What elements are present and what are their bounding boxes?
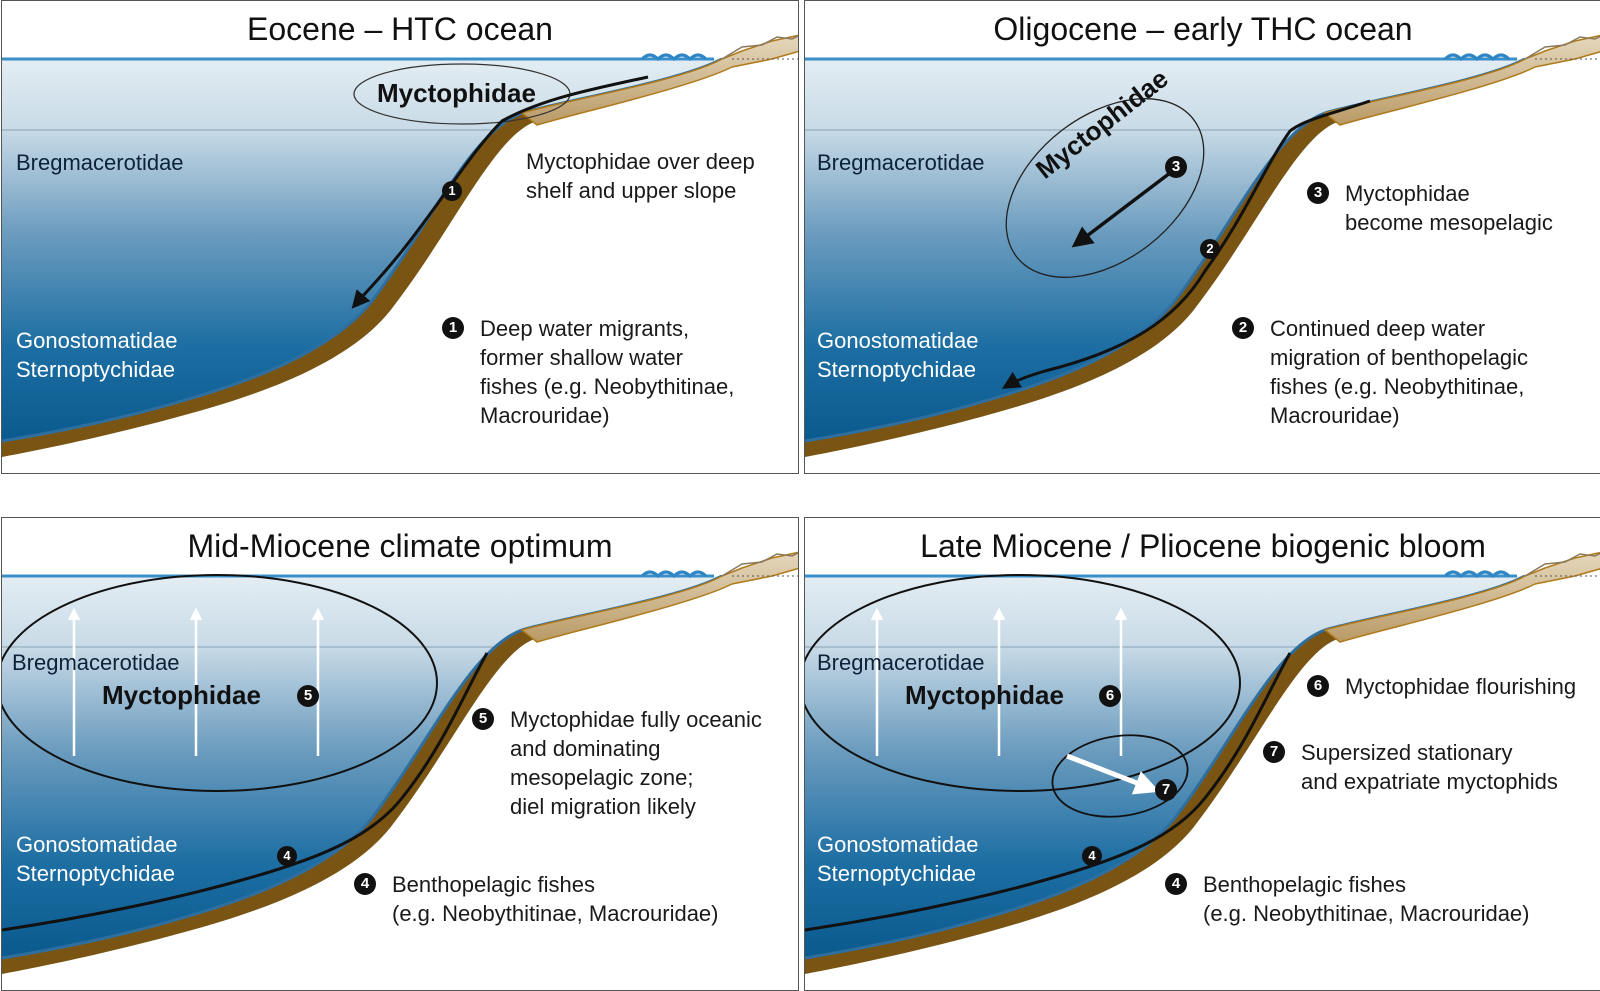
taxon-sternoptychidae: Sternoptychidae: [16, 861, 175, 886]
note-line: fishes (e.g. Neobythitinae,: [480, 374, 735, 399]
panel-mid-miocene: Mid-Miocene climate optimum Bregmaceroti…: [1, 517, 799, 991]
marker-4: 4: [1082, 846, 1102, 866]
note-line: Benthopelagic fishes: [1203, 872, 1407, 897]
note-line: Benthopelagic fishes: [392, 872, 596, 897]
note-number: 5: [472, 708, 494, 730]
ocean-profile: [2, 33, 798, 473]
note-line: migration of benthopelagic: [1270, 345, 1529, 370]
note-1: 1 Deep water migrants, former shallow wa…: [442, 314, 734, 430]
note-4: 4 Benthopelagic fishes (e.g. Neobythitin…: [354, 870, 719, 928]
taxon-sternoptychidae: Sternoptychidae: [817, 861, 976, 886]
note-line: Myctophidae over deep: [526, 149, 755, 174]
ocean-profile: [805, 550, 1600, 990]
note-line: diel migration likely: [510, 794, 696, 819]
taxon-gonostomatidae: Gonostomatidae: [817, 832, 979, 857]
note-3: 3 Myctophidae become mesopelagic: [1307, 179, 1553, 237]
note-line: Macrouridae): [1270, 403, 1400, 428]
taxon-bregmacerotidae: Bregmacerotidae: [16, 150, 184, 175]
panel-title: Late Miocene / Pliocene biogenic bloom: [920, 528, 1486, 564]
note-6: 6 Myctophidae flourishing: [1307, 672, 1576, 701]
note-line: Myctophidae: [1345, 181, 1470, 206]
panel-title: Eocene – HTC ocean: [247, 11, 553, 47]
note-line: (e.g. Neobythitinae, Macrouridae): [392, 901, 719, 926]
taxon-myctophidae: Myctophidae: [102, 680, 261, 710]
note-number: 6: [1307, 675, 1329, 697]
note-line: and expatriate myctophids: [1301, 769, 1558, 794]
note-number: 4: [354, 873, 376, 895]
note-line: become mesopelagic: [1345, 210, 1553, 235]
marker-4: 4: [277, 846, 297, 866]
taxon-bregmacerotidae: Bregmacerotidae: [12, 650, 180, 675]
note-number: 4: [1165, 873, 1187, 895]
ocean-profile: [2, 550, 798, 990]
note-7: 7 Supersized stationary and expatriate m…: [1263, 738, 1558, 796]
taxon-gonostomatidae: Gonostomatidae: [817, 328, 979, 353]
marker-5: 5: [297, 685, 319, 707]
note-line: Deep water migrants,: [480, 316, 690, 341]
taxon-bregmacerotidae: Bregmacerotidae: [817, 650, 985, 675]
marker-7: 7: [1155, 779, 1177, 801]
taxon-sternoptychidae: Sternoptychidae: [16, 357, 175, 382]
ocean-profile: [805, 33, 1600, 473]
panel-eocene: Eocene – HTC ocean Myctophidae Bregmacer…: [1, 0, 799, 474]
taxon-gonostomatidae: Gonostomatidae: [16, 328, 178, 353]
note-line: Supersized stationary: [1301, 740, 1513, 765]
taxon-myctophidae: Myctophidae: [377, 78, 536, 108]
marker-3: 3: [1165, 156, 1187, 178]
marker-1: 1: [442, 181, 462, 201]
note-line: former shallow water: [480, 345, 683, 370]
panel-title: Oligocene – early THC ocean: [993, 11, 1413, 47]
panel-title: Mid-Miocene climate optimum: [187, 528, 613, 564]
note-2: 2 Continued deep water migration of bent…: [1232, 314, 1528, 430]
note-5: 5 Myctophidae fully oceanic and dominati…: [472, 705, 762, 821]
note-line: (e.g. Neobythitinae, Macrouridae): [1203, 901, 1530, 926]
note-number: 7: [1263, 741, 1285, 763]
note-number: 3: [1307, 182, 1329, 204]
taxon-bregmacerotidae: Bregmacerotidae: [817, 150, 985, 175]
note-line: Macrouridae): [480, 403, 610, 428]
marker-6: 6: [1099, 685, 1121, 707]
note-number: 2: [1232, 317, 1254, 339]
note-line: mesopelagic zone;: [510, 765, 694, 790]
note-line: Continued deep water: [1270, 316, 1486, 341]
note-shelf: Myctophidae over deep shelf and upper sl…: [526, 147, 755, 205]
marker-2: 2: [1200, 239, 1220, 259]
note-line: Myctophidae flourishing: [1345, 674, 1577, 699]
taxon-sternoptychidae: Sternoptychidae: [817, 357, 976, 382]
panel-oligocene: Oligocene – early THC ocean Myctophidae …: [804, 0, 1600, 474]
note-line: Myctophidae fully oceanic: [510, 707, 762, 732]
note-number: 1: [442, 317, 464, 339]
note-4: 4 Benthopelagic fishes (e.g. Neobythitin…: [1165, 870, 1530, 928]
taxon-gonostomatidae: Gonostomatidae: [16, 832, 178, 857]
panel-late-miocene: Late Miocene / Pliocene biogenic bloom B…: [804, 517, 1600, 991]
taxon-myctophidae: Myctophidae: [905, 680, 1064, 710]
note-line: shelf and upper slope: [526, 178, 737, 203]
note-line: fishes (e.g. Neobythitinae,: [1270, 374, 1525, 399]
note-line: and dominating: [510, 736, 661, 761]
